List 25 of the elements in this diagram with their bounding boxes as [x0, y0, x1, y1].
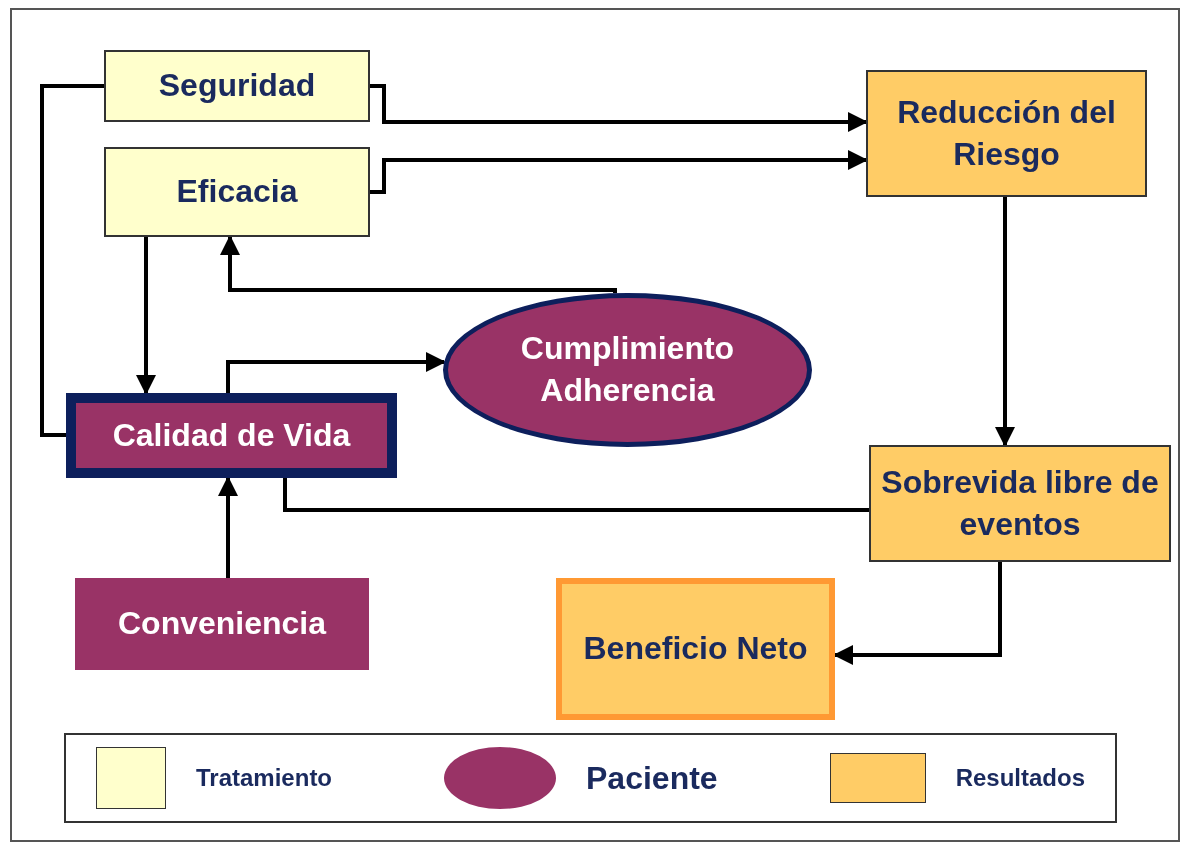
process-box	[104, 50, 370, 122]
legend-label: Paciente	[586, 759, 718, 798]
arrow	[370, 150, 868, 194]
process-box	[866, 70, 1147, 197]
process-box	[556, 578, 835, 720]
process-box	[869, 445, 1171, 562]
process-box	[66, 393, 397, 478]
arrow	[218, 476, 238, 578]
node-label: Sobrevida libre de eventos	[880, 462, 1160, 544]
node-label: Calidad de Vida	[112, 415, 351, 455]
process-box	[75, 578, 369, 670]
node-label: Cumplimiento Adherencia	[519, 329, 736, 410]
legend-label: Resultados	[955, 763, 1085, 793]
arrow	[370, 84, 868, 132]
node-label: Eficacia	[176, 172, 298, 212]
node-label: Conveniencia	[117, 604, 327, 644]
arrow	[995, 197, 1015, 447]
arrow	[226, 352, 446, 393]
node-label: Reducción del Riesgo	[896, 92, 1117, 174]
arrow	[136, 237, 156, 395]
node-label: Seguridad	[158, 66, 316, 106]
process-box	[104, 147, 370, 237]
arrow	[220, 235, 617, 294]
node-label: Beneficio Neto	[583, 629, 808, 669]
legend-label: Tratamiento	[196, 763, 333, 793]
